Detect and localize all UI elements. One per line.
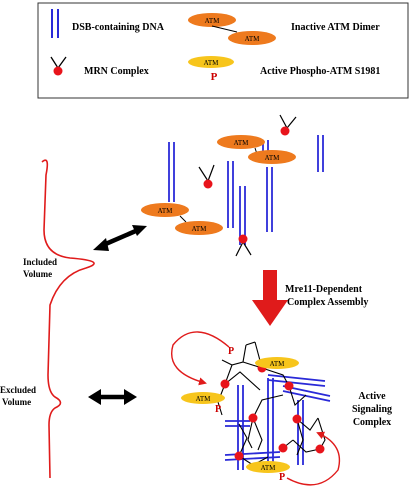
legend-dsb-dna: DSB-containing DNA [72,22,165,33]
included-volume-label-2: Volume [23,269,52,279]
assembly-label-1: Mre11-Dependent [285,284,363,295]
complex-active-atm: ATM ATM ATM [181,357,299,473]
svg-text:ATM: ATM [270,360,286,368]
volume-distribution-curve [41,159,95,479]
mrn-complex-b [279,114,297,136]
svg-text:P: P [279,472,285,483]
excluded-volume-label-1: Excluded [0,385,36,395]
active-complex-label-3: Complex [353,417,391,428]
legend-active-phospho-atm: Active Phospho-ATM S1981 [260,66,380,77]
svg-text:P: P [211,71,218,83]
active-complex-label-2: Signaling [352,404,392,415]
double-arrow-lower [88,389,137,405]
legend-mrn-complex: MRN Complex [84,66,149,77]
dsb-dna-legend-icon [51,9,59,38]
svg-text:ATM: ATM [245,35,261,43]
svg-text:ATM: ATM [265,154,281,162]
svg-text:ATM: ATM [196,395,212,403]
svg-text:ATM: ATM [261,464,277,472]
scattered-dna-strands [168,135,324,245]
complex-mrn-nodes [220,363,325,461]
inactive-atm-dimer-legend-icon: ATM ATM [188,13,276,45]
svg-text:ATM: ATM [158,207,174,215]
assembly-label-2: Complex Assembly [287,297,368,308]
atm-dimer-top: ATM ATM [217,135,296,164]
assembly-arrow [252,270,288,326]
complex-dna-strands [224,374,331,470]
excluded-volume-label-2: Volume [2,397,31,407]
active-atm-legend-icon: ATM P [188,56,234,83]
mrn-complex-a [198,164,215,189]
legend-box: DSB-containing DNA MRN Complex ATM ATM I… [37,2,409,99]
atm-dimer-left: ATM ATM [141,203,223,235]
svg-text:ATM: ATM [205,17,221,25]
svg-text:ATM: ATM [234,139,250,147]
mrn-legend-icon [50,56,67,76]
complex-phospho-labels: P P P [215,346,285,483]
complex-feedback-arrows [171,331,341,486]
double-arrow-upper [93,225,147,251]
mrn-complex-c [235,234,252,257]
svg-text:ATM: ATM [204,59,220,67]
included-volume-label-1: Included [23,257,57,267]
legend-inactive-atm-dimer: Inactive ATM Dimer [291,22,380,33]
complex-mrn-tethers [217,341,326,466]
svg-text:ATM: ATM [192,225,208,233]
active-complex-label-1: Active [358,391,386,402]
svg-text:P: P [215,404,221,415]
svg-text:P: P [228,346,234,357]
